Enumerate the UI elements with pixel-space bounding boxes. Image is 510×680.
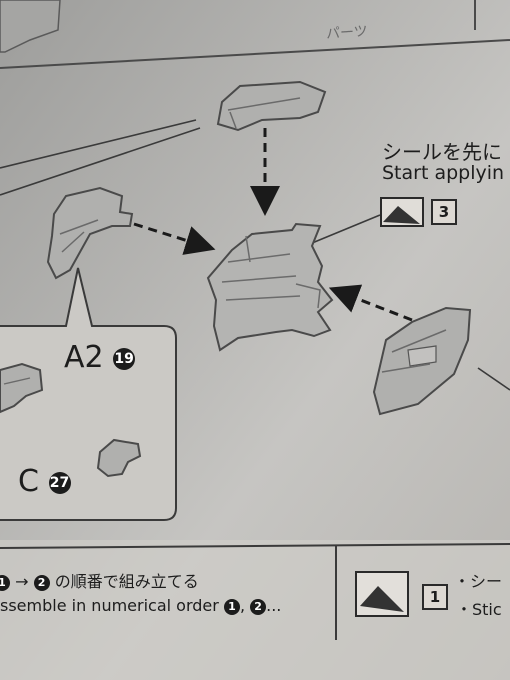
step-divider-top	[0, 39, 510, 69]
assembled-head-part	[206, 222, 334, 352]
inset-part-a-label: A2 19	[64, 340, 136, 375]
armor-part-left	[46, 186, 134, 280]
step-1-badge: 1	[0, 574, 10, 591]
inset-part-a	[0, 362, 44, 414]
footer-japanese-text: の順番で組み立てる	[54, 572, 199, 591]
footer-english-line: ssemble in numerical order 1, 2...	[0, 596, 282, 615]
footer-right-english: ・Stic	[456, 600, 502, 619]
footer-frame	[0, 543, 510, 640]
top-left-part-fragment	[0, 0, 61, 53]
footer-ellipsis: ...	[266, 596, 282, 615]
step-2-badge: 2	[33, 574, 50, 591]
callout-sticker-number: 3	[431, 199, 457, 225]
part-c-code: C	[18, 464, 39, 499]
footer-english-text: ssemble in numerical order	[0, 596, 219, 615]
footer-right-japanese: ・シー	[454, 572, 503, 591]
step-1-badge-en: 1	[223, 598, 240, 615]
armor-part-top	[216, 80, 327, 132]
step-2-badge-en: 2	[250, 598, 267, 615]
footer-sticker-number: 1	[422, 584, 448, 610]
inset-part-c-label: C 27	[18, 464, 71, 499]
sticker-icon-callout	[380, 197, 424, 227]
arrow-glyph: →	[15, 572, 29, 591]
part-c-number-badge: 27	[48, 471, 71, 494]
callout-japanese-text: シールを先に	[382, 140, 502, 164]
armor-part-right	[372, 306, 472, 416]
footer-japanese-line: 1 → 2 の順番で組み立てる	[0, 568, 199, 592]
callout-english-text: Start applyin	[382, 162, 505, 184]
header-partial-text: パーツ	[325, 23, 369, 43]
part-a-code: A2	[64, 340, 104, 375]
inset-part-c	[96, 438, 142, 478]
part-a-number-badge: 19	[113, 347, 136, 370]
